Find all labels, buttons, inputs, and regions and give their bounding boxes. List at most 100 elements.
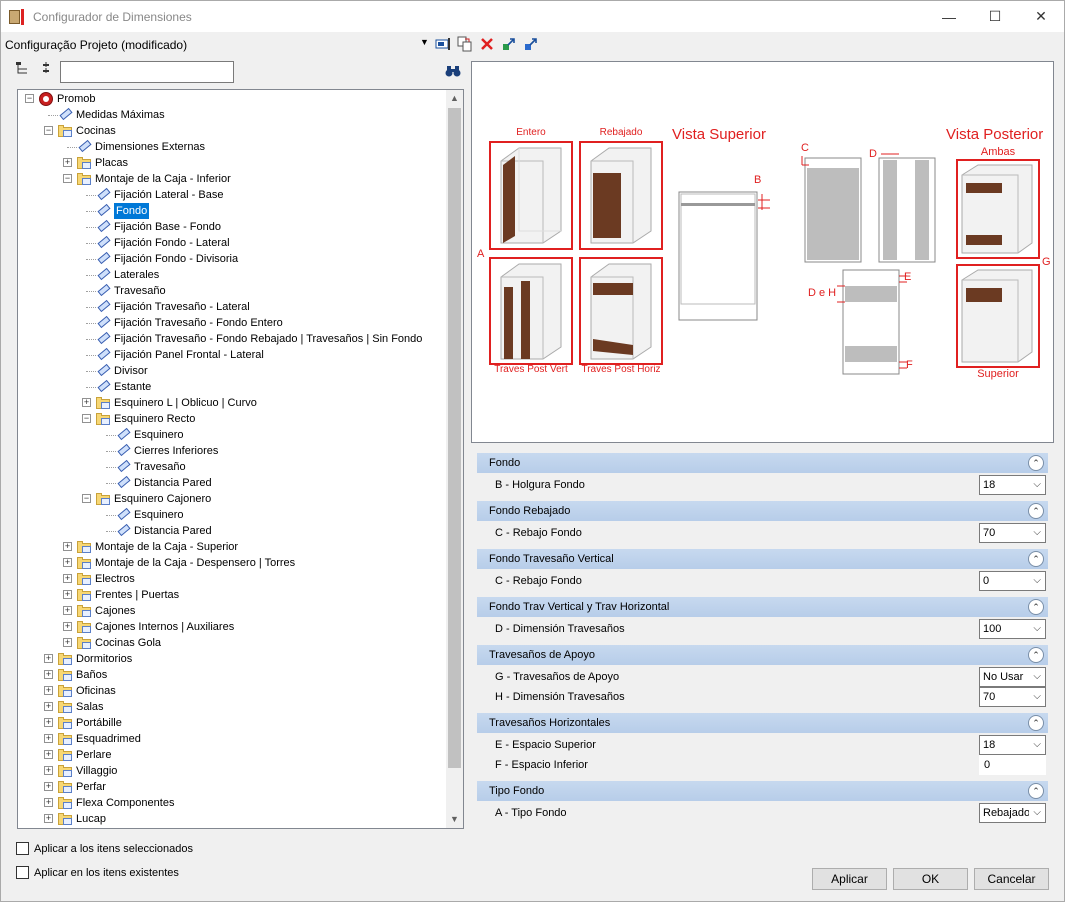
property-section-header[interactable]: Tipo Fondo⌃ xyxy=(477,781,1048,801)
expand-icon[interactable]: + xyxy=(63,157,72,167)
tree-item[interactable]: Distancia Pared xyxy=(134,525,212,537)
property-combo[interactable]: 70⌵ xyxy=(979,523,1046,543)
expand-icon[interactable]: + xyxy=(44,717,53,727)
property-combo[interactable]: 0⌵ xyxy=(979,571,1046,591)
expand-icon[interactable]: + xyxy=(63,557,72,567)
cancel-button[interactable]: Cancelar xyxy=(974,868,1049,890)
expand-icon[interactable]: + xyxy=(82,397,91,407)
tree-item[interactable]: Placas xyxy=(95,157,129,169)
tree-item[interactable]: Travesaño xyxy=(134,461,186,473)
tree-item[interactable]: Montaje de la Caja - Inferior xyxy=(95,173,231,185)
expand-icon[interactable]: + xyxy=(44,653,53,663)
expand-icon[interactable]: + xyxy=(44,685,53,695)
property-section-header[interactable]: Fondo Travesaño Vertical⌃ xyxy=(477,549,1048,569)
property-combo[interactable]: No Usar⌵ xyxy=(979,667,1046,687)
rename-icon[interactable] xyxy=(434,35,452,53)
tree-item[interactable]: Baños xyxy=(76,669,108,681)
property-combo[interactable]: 18⌵ xyxy=(979,475,1046,495)
tree-item[interactable]: Salas xyxy=(76,701,104,713)
expand-icon[interactable]: + xyxy=(63,589,72,599)
tree-item[interactable]: Promob xyxy=(57,93,96,105)
collapse-section-icon[interactable]: ⌃ xyxy=(1028,783,1044,799)
expand-icon[interactable]: + xyxy=(44,669,53,679)
collapse-icon[interactable]: − xyxy=(82,413,91,423)
scroll-thumb[interactable] xyxy=(448,108,461,768)
tree-item[interactable]: Divisor xyxy=(114,365,148,377)
collapse-section-icon[interactable]: ⌃ xyxy=(1028,715,1044,731)
tree-item[interactable]: Fijación Lateral - Base xyxy=(114,189,224,201)
collapse-section-icon[interactable]: ⌃ xyxy=(1028,455,1044,471)
checkbox-box[interactable] xyxy=(16,866,29,879)
tree-item[interactable]: Cierres Inferiores xyxy=(134,445,219,457)
property-combo[interactable]: Rebajado⌵ xyxy=(979,803,1046,823)
tree-item[interactable]: Fijación Travesaño - Fondo Rebajado | Tr… xyxy=(114,333,423,345)
tree-scrollbar[interactable]: ▲ ▼ xyxy=(446,90,463,828)
copy-config-icon[interactable] xyxy=(456,35,474,53)
expand-icon[interactable]: + xyxy=(44,813,53,823)
tree-item[interactable]: Fijación Panel Frontal - Lateral xyxy=(114,349,264,361)
expand-icon[interactable]: + xyxy=(63,637,72,647)
tree-item[interactable]: Fijación Fondo - Divisoria xyxy=(114,253,239,265)
property-combo[interactable]: 18⌵ xyxy=(979,735,1046,755)
tree-item[interactable]: Esquinero xyxy=(134,509,184,521)
tree-item[interactable]: Electros xyxy=(95,573,135,585)
tree-item[interactable]: Perfar xyxy=(76,781,106,793)
minimize-button[interactable]: — xyxy=(942,8,956,25)
tree-item[interactable]: Laterales xyxy=(114,269,160,281)
expand-all-icon[interactable] xyxy=(15,61,29,75)
tree-item[interactable]: Portábille xyxy=(76,717,122,729)
collapse-section-icon[interactable]: ⌃ xyxy=(1028,503,1044,519)
tree-item[interactable]: Perlare xyxy=(76,749,112,761)
scroll-up-icon[interactable]: ▲ xyxy=(450,93,459,103)
apply-existing-checkbox[interactable]: Aplicar en los itens existentes xyxy=(16,866,179,879)
expand-icon[interactable]: + xyxy=(44,701,53,711)
expand-icon[interactable]: + xyxy=(44,733,53,743)
collapse-section-icon[interactable]: ⌃ xyxy=(1028,551,1044,567)
delete-icon[interactable] xyxy=(478,35,496,53)
expand-icon[interactable]: + xyxy=(63,605,72,615)
tree-item[interactable]: Cajones Internos | Auxiliares xyxy=(95,621,235,633)
collapse-icon[interactable]: − xyxy=(82,493,91,503)
chevron-down-icon[interactable]: ▼ xyxy=(420,37,429,47)
tree-item[interactable]: Lucap xyxy=(76,813,106,825)
tree-item[interactable]: Villaggio xyxy=(76,765,118,777)
import-icon[interactable] xyxy=(500,35,518,53)
scroll-down-icon[interactable]: ▼ xyxy=(450,814,459,824)
chevron-down-icon[interactable]: ⌵ xyxy=(1033,575,1041,586)
tree-item[interactable]: Cajones xyxy=(95,605,136,617)
tree-item[interactable]: Montaje de la Caja - Superior xyxy=(95,541,239,553)
property-combo[interactable]: 100⌵ xyxy=(979,619,1046,639)
collapse-all-icon[interactable] xyxy=(39,61,53,75)
close-button[interactable]: ✕ xyxy=(1035,8,1047,24)
tree-item[interactable]: Cocinas Gola xyxy=(95,637,162,649)
property-section-header[interactable]: Travesaños de Apoyo⌃ xyxy=(477,645,1048,665)
expand-icon[interactable]: + xyxy=(44,749,53,759)
tree-item[interactable]: Dormitorios xyxy=(76,653,133,665)
expand-icon[interactable]: + xyxy=(44,765,53,775)
property-section-header[interactable]: Fondo Rebajado⌃ xyxy=(477,501,1048,521)
collapse-section-icon[interactable]: ⌃ xyxy=(1028,599,1044,615)
tree-item[interactable]: Esquinero xyxy=(134,429,184,441)
tree-item[interactable]: Fondo xyxy=(114,203,150,219)
ok-button[interactable]: OK xyxy=(893,868,968,890)
tree-search-input[interactable] xyxy=(60,61,234,83)
tree-item[interactable]: Frentes | Puertas xyxy=(95,589,180,601)
tree-item[interactable]: Fijación Fondo - Lateral xyxy=(114,237,230,249)
tree-item[interactable]: Fijación Travesaño - Lateral xyxy=(114,301,250,313)
property-section-header[interactable]: Travesaños Horizontales⌃ xyxy=(477,713,1048,733)
expand-icon[interactable]: + xyxy=(44,781,53,791)
chevron-down-icon[interactable]: ⌵ xyxy=(1033,671,1041,682)
collapse-icon[interactable]: − xyxy=(63,173,72,183)
tree-item[interactable]: Medidas Máximas xyxy=(76,109,165,121)
binoculars-icon[interactable] xyxy=(445,64,461,78)
tree-item[interactable]: Travesaño xyxy=(114,285,166,297)
apply-button[interactable]: Aplicar xyxy=(812,868,887,890)
tree-item[interactable]: Dimensiones Externas xyxy=(95,141,206,153)
tree-item[interactable]: Flexa Componentes xyxy=(76,797,175,809)
maximize-button[interactable]: ☐ xyxy=(988,8,1002,24)
chevron-down-icon[interactable]: ⌵ xyxy=(1033,623,1041,634)
export-icon[interactable] xyxy=(522,35,540,53)
tree-item[interactable]: Estante xyxy=(114,381,152,393)
tree-item[interactable]: Fijación Travesaño - Fondo Entero xyxy=(114,317,283,329)
chevron-down-icon[interactable]: ⌵ xyxy=(1033,691,1041,702)
